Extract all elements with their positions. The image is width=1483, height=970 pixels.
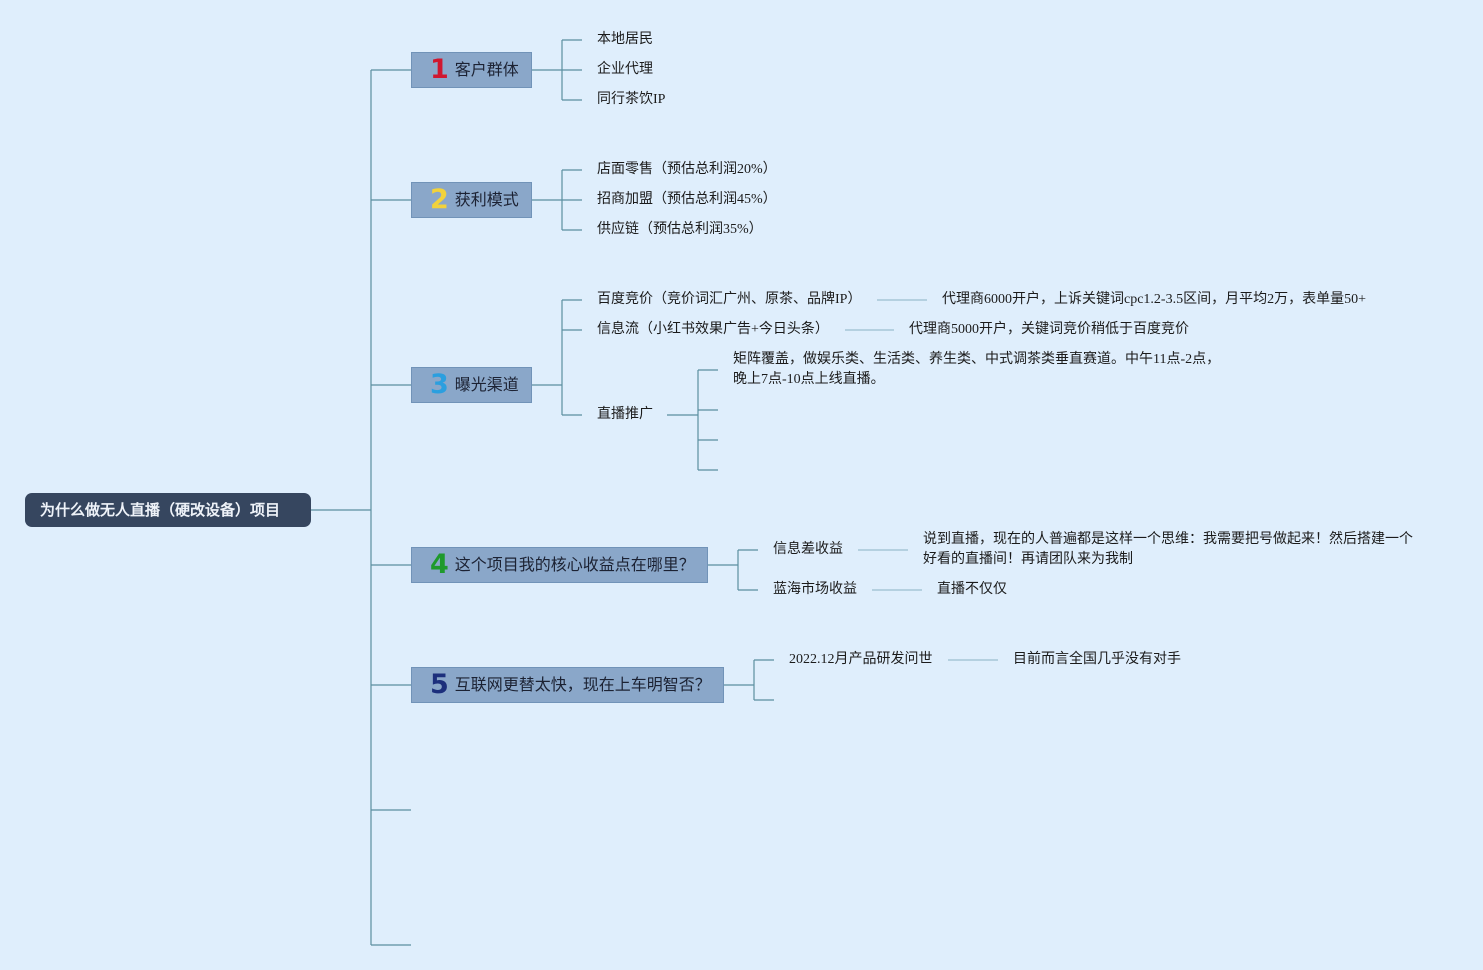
priority-5-icon: 5 bbox=[430, 669, 449, 700]
leaf-item[interactable]: 本地居民 bbox=[597, 32, 653, 47]
topic-label: 这个项目我的核心收益点在哪里？ bbox=[454, 555, 695, 574]
leaf-item[interactable]: 招商加盟（预估总利润45%） bbox=[597, 192, 777, 207]
leaf-item[interactable]: 同行茶饮IP bbox=[597, 92, 666, 107]
leaf-item[interactable]: 2022.12月产品研发问世 bbox=[789, 652, 933, 667]
priority-2-icon: 2 bbox=[430, 184, 449, 215]
topic-label: 客户群体 bbox=[454, 60, 519, 79]
priority-4-icon: 4 bbox=[430, 549, 449, 580]
root-topic[interactable]: 为什么做无人直播（硬改设备）项目 bbox=[25, 493, 311, 527]
leaf-detail[interactable]: 代理商5000开户，关键词竞价稍低于百度竞价 bbox=[909, 322, 1189, 337]
leaf-detail[interactable]: 直播不仅仅 bbox=[937, 582, 1007, 597]
topic-customer-groups[interactable]: 1 客户群体 bbox=[411, 52, 532, 88]
leaf-item[interactable]: 百度竞价（竞价词汇广州、原茶、品牌IP） bbox=[597, 292, 862, 307]
leaf-detail[interactable]: 说到直播，现在的人普遍都是这样一个思维：我需要把号做起来！然后搭建一个好看的直播… bbox=[923, 532, 1413, 567]
topic-exposure-channels[interactable]: 3 曝光渠道 bbox=[411, 367, 532, 403]
topic-core-revenue[interactable]: 4 这个项目我的核心收益点在哪里？ bbox=[411, 547, 708, 583]
leaf-item[interactable]: 信息流（小红书效果广告+今日头条） bbox=[597, 322, 829, 337]
topic-profit-model[interactable]: 2 获利模式 bbox=[411, 182, 532, 218]
root-topic-label: 为什么做无人直播（硬改设备）项目 bbox=[40, 501, 281, 519]
leaf-item[interactable]: 蓝海市场收益 bbox=[773, 582, 857, 597]
leaf-item[interactable]: 供应链（预估总利润35%） bbox=[597, 222, 763, 237]
topic-label: 曝光渠道 bbox=[454, 375, 519, 394]
priority-3-icon: 3 bbox=[430, 369, 449, 400]
leaf-item[interactable]: 企业代理 bbox=[597, 62, 653, 77]
priority-1-icon: 1 bbox=[430, 54, 449, 85]
leaf-item[interactable]: 信息差收益 bbox=[773, 542, 843, 557]
topic-label: 互联网更替太快，现在上车明智否？ bbox=[454, 675, 711, 694]
leaf-detail[interactable]: 目前而言全国几乎没有对手 bbox=[1013, 652, 1181, 667]
topic-timing[interactable]: 5 互联网更替太快，现在上车明智否？ bbox=[411, 667, 724, 703]
leaf-detail[interactable]: 矩阵覆盖，做娱乐类、生活类、养生类、中式调茶类垂直赛道。中午11点-2点，晚上7… bbox=[733, 352, 1221, 387]
leaf-item[interactable]: 店面零售（预估总利润20%） bbox=[597, 162, 777, 177]
leaf-item[interactable]: 直播推广 bbox=[597, 407, 653, 422]
leaf-detail[interactable]: 代理商6000开户，上诉关键词cpc1.2-3.5区间，月平均2万，表单量50+ bbox=[942, 292, 1366, 307]
topic-label: 获利模式 bbox=[454, 190, 519, 209]
